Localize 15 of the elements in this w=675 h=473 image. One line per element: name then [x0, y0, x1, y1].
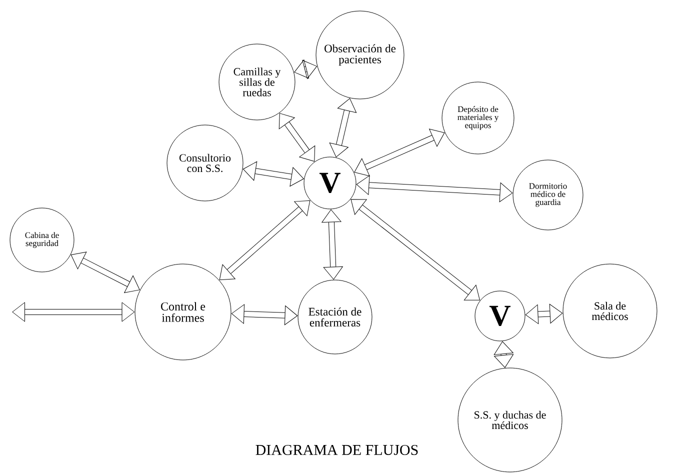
flow-arrow — [494, 341, 514, 368]
flow-arrow — [294, 60, 318, 79]
flow-arrow — [70, 252, 140, 293]
flow-arrow — [525, 304, 563, 324]
flow-arrow — [329, 98, 357, 158]
flow-arrow — [356, 175, 513, 202]
diagram-title: DIAGRAMA DE FLUJOS — [256, 444, 418, 456]
flow-arrow — [231, 304, 298, 326]
flow-arrow — [242, 161, 304, 186]
flow-arrow — [354, 128, 445, 176]
flow-arrow — [278, 113, 316, 162]
flow-arrow — [350, 199, 480, 300]
flow-arrow — [219, 200, 310, 280]
flow-arrow — [12, 302, 135, 322]
flow-arrow — [322, 209, 343, 280]
